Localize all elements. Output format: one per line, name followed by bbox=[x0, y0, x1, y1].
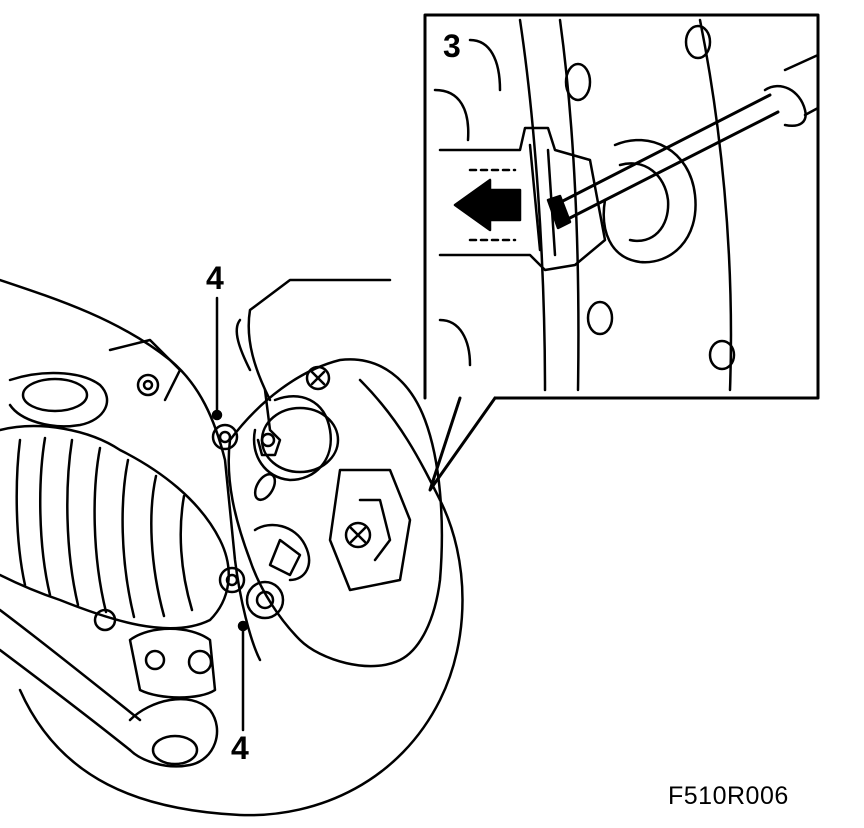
guide-pin-bolts bbox=[211, 423, 285, 620]
steering-knuckle bbox=[0, 278, 262, 699]
callout-step-3: 3 bbox=[443, 28, 461, 64]
callout-item-4-lower: 4 bbox=[231, 730, 249, 766]
brake-hose bbox=[235, 278, 392, 402]
drive-shaft-boot bbox=[0, 424, 230, 630]
inset-holes bbox=[564, 24, 736, 371]
figure-code: F510R006 bbox=[668, 782, 789, 810]
callout-leaders bbox=[211, 296, 249, 732]
lower-control-arm bbox=[0, 608, 219, 768]
callout-item-4-upper: 4 bbox=[206, 260, 224, 296]
detail-inset bbox=[423, 13, 820, 492]
inset-caliper-bracket bbox=[438, 126, 697, 272]
brake-caliper bbox=[227, 358, 444, 668]
direction-arrow bbox=[453, 168, 522, 242]
inset-disc-edges bbox=[433, 18, 733, 392]
screwdriver bbox=[546, 53, 820, 230]
